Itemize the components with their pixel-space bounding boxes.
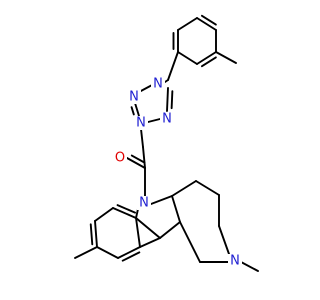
bond [135, 208, 139, 219]
atom-label: N [230, 254, 240, 269]
atom-n-tetrazole-1: N [127, 90, 141, 105]
bond [121, 251, 141, 262]
atom-label: N [139, 196, 149, 211]
atom-label: N [162, 112, 172, 127]
atom-label: N [136, 116, 146, 131]
bond [240, 261, 259, 272]
bond [126, 157, 146, 169]
bond [139, 237, 161, 248]
bond [134, 102, 140, 117]
bond [171, 180, 197, 197]
bond [196, 51, 217, 65]
bond [135, 217, 141, 248]
bond [96, 246, 119, 259]
bond [117, 246, 141, 259]
bond [166, 87, 169, 112]
bond [195, 180, 220, 196]
bond [170, 90, 174, 110]
atom-label-layer: N N N N O N N [113, 77, 242, 269]
bond [150, 195, 173, 205]
bond [142, 146, 146, 169]
bond [74, 246, 98, 259]
bond [135, 217, 161, 239]
bond [167, 51, 179, 81]
bond [112, 207, 137, 219]
molecule-canvas: N N N N O N N [74, 14, 259, 272]
bond [140, 128, 144, 148]
bond [89, 223, 94, 246]
bond [196, 17, 217, 31]
atom-label: N [153, 77, 163, 92]
bond [94, 220, 98, 248]
structure-diagram: N N N N O N N [74, 14, 259, 272]
bond [130, 106, 135, 116]
atom-n-piperidine: N [228, 254, 242, 269]
bond [179, 221, 201, 263]
bond [147, 118, 161, 123]
bond [200, 14, 217, 26]
bond [177, 51, 198, 65]
bond [159, 221, 181, 239]
bond-layer [74, 14, 259, 272]
bond [177, 17, 198, 31]
bond [215, 51, 237, 64]
atom-label: N [129, 90, 139, 105]
bond [200, 56, 217, 68]
bond [94, 207, 114, 222]
bond [171, 195, 181, 223]
atom-label: O [115, 151, 125, 166]
bond [116, 204, 136, 214]
bond [130, 154, 146, 164]
bond [218, 225, 230, 255]
atom-n-indoline: N [137, 196, 151, 211]
atom-n-tetrazole-3: N [160, 112, 174, 127]
atom-o-carbonyl: O [113, 151, 127, 166]
atom-n-tetrazole-4: N [151, 77, 165, 92]
atom-n-tetrazole-2: N [134, 116, 148, 131]
